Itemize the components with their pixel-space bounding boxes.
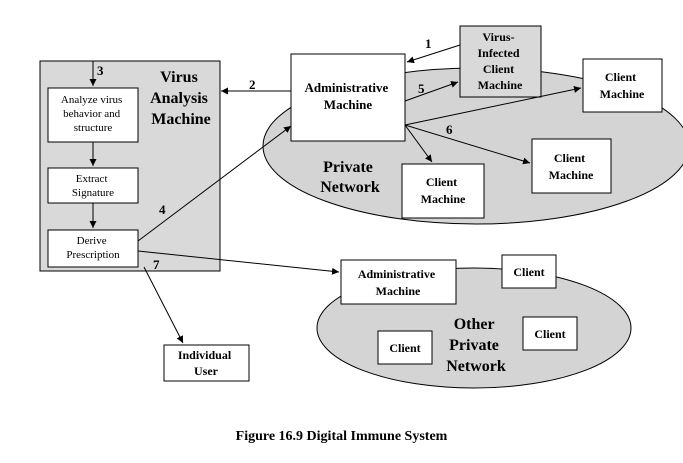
virus-infected-client-machine [459,25,542,98]
individual-user [163,344,250,382]
extract-signature-step [47,167,139,204]
svg-text:Client Machine: Client Machine [600,70,645,101]
arrow-6c [404,124,433,163]
private-network-label: Private Network [320,159,380,196]
other-administrative-machine [340,259,457,305]
svg-text:Extract Signature: Extract Signature [72,173,114,199]
step-number-3: 3 [97,63,104,78]
other-client-top [501,254,557,289]
svg-text:Client: Client [389,341,420,355]
client-machine-right [582,58,663,113]
arrow-6b [404,124,531,165]
svg-text:Client: Client [513,265,544,279]
arrow-5 [404,81,459,102]
other-private-network-label: Other Private Network [446,316,506,375]
svg-text:Virus- Infected Client: Virus- Infected Client Machine [478,30,523,92]
arrow-7b [143,266,184,344]
analyze-virus-step [47,87,139,143]
svg-text:Analyze virus behavior and: Analyze virus behavior and structure [61,94,125,134]
figure-caption: Figure 16.9 Digital Immune System [235,429,448,444]
step-number-2: 2 [249,77,256,92]
arrow-6a [404,86,582,126]
svg-text:Client Machine: Client Machine [549,151,594,182]
svg-text:Administrative Machine: Administrative Machine [304,80,391,112]
virus-analysis-title: Virus Analysis Machine [150,69,212,128]
derive-prescription-step [47,229,139,268]
arrow-4 [137,125,292,242]
step-number-1: 1 [425,36,432,51]
svg-text:Client: Client [534,327,565,341]
arrow-7a [137,250,340,275]
other-client-right [522,316,578,351]
client-machine-bottom [401,163,485,219]
client-machine-middle [531,138,612,194]
svg-text:Derive Prescription: Derive Prescription [66,235,120,261]
step-number-5: 5 [418,81,425,96]
svg-text:Administrative Machine: Administrative Machine [358,267,438,298]
step-number-7: 7 [153,257,160,272]
other-client-left [377,330,433,365]
step-number-6: 6 [446,122,453,137]
arrow-1 [406,44,461,64]
svg-text:Individual User: Individual User [178,348,234,378]
administrative-machine [290,53,406,142]
step-number-4: 4 [159,202,166,217]
svg-text:Client Machine: Client Machine [421,175,466,206]
